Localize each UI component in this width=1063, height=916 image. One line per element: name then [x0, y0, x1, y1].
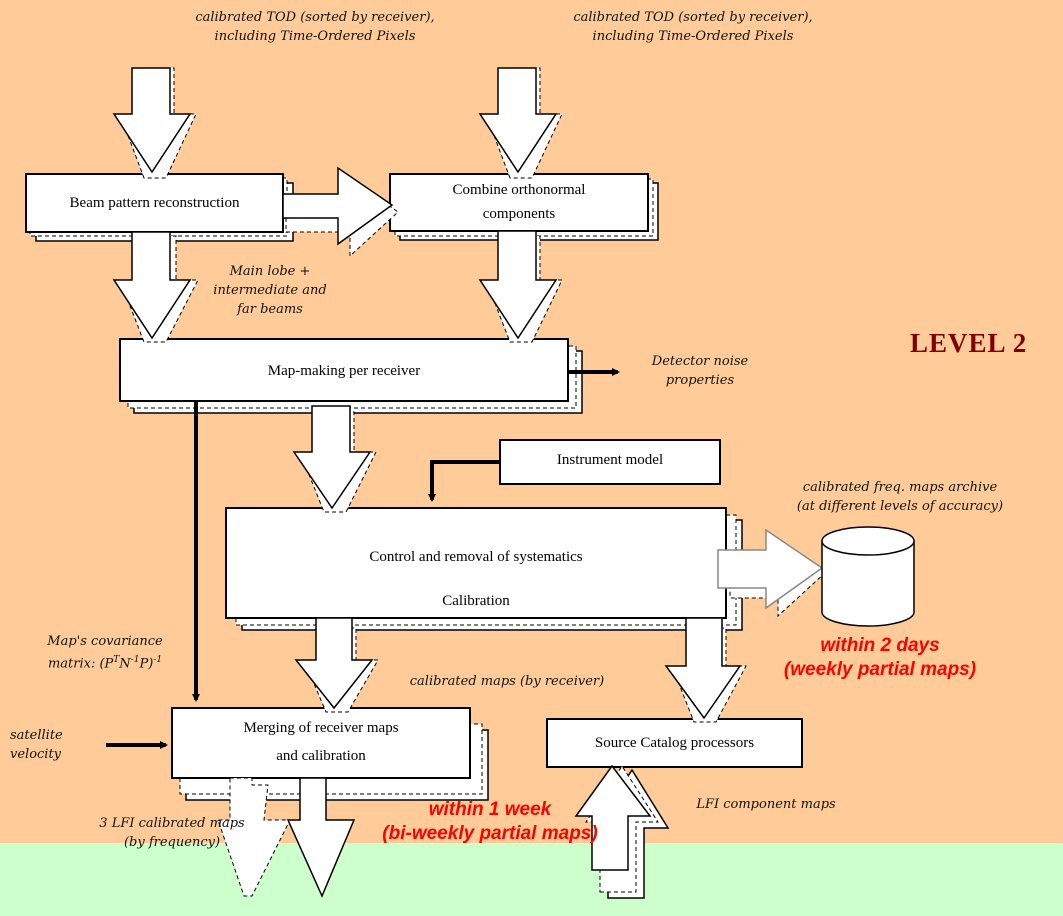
within-1-week-line-1: within 1 week	[428, 799, 552, 820]
block-arrow-merging-output	[217, 777, 356, 898]
archive-line-2: (at different levels of accuracy)	[796, 499, 1004, 514]
calibrated-maps-receiver-label: calibrated maps (by receiver)	[409, 674, 605, 689]
main-lobe-label: Main lobe + intermediate and far beams	[205, 262, 335, 319]
combine-line-1: Combine orthonormal	[452, 182, 586, 198]
level-title: LEVEL 2	[910, 328, 1028, 358]
beam-pattern-box-label: Beam pattern reconstruction	[69, 195, 240, 211]
within-2-days-line-2: (weekly partial maps)	[783, 659, 977, 680]
lfi-calibrated-maps-label: 3 LFI calibrated maps (by frequency)	[72, 814, 272, 852]
covariance-formula-n: N	[119, 656, 131, 672]
arrow-instrument-model-to-control	[428, 460, 500, 502]
control-box-label: Control and removal of systematics Calib…	[226, 535, 726, 623]
block-arrow-tod-left	[112, 67, 197, 179]
block-arrow-beam-to-combine	[282, 166, 399, 258]
main-lobe-line-3: far beams	[237, 302, 303, 317]
instrument-model-box	[499, 439, 721, 485]
tod-right-line-2: including Time-Ordered Pixels	[592, 29, 794, 44]
detector-noise-line-2: properties	[665, 373, 735, 388]
merging-line-2: and calibration	[276, 748, 366, 764]
archive-line-1: calibrated freq. maps archive	[802, 480, 998, 495]
control-line-2: Calibration	[442, 593, 510, 609]
main-lobe-line-1: Main lobe +	[229, 264, 311, 279]
merging-box-label: Merging of receiver maps and calibration	[172, 714, 470, 770]
tod-left-line-2: including Time-Ordered Pixels	[214, 29, 416, 44]
within-2-days-line-1: within 2 days	[820, 635, 940, 656]
merging-line-1: Merging of receiver maps	[243, 720, 399, 736]
archive-label: calibrated freq. maps archive (at differ…	[760, 478, 1040, 516]
database-cylinder-icon	[821, 526, 915, 627]
covariance-formula-pclose: P)	[139, 656, 154, 672]
covariance-label: Map's covariance matrix: (PTN-1P)-1	[30, 632, 180, 673]
combine-box-label: Combine orthonormal components	[390, 178, 648, 226]
tod-right-label: calibrated TOD (sorted by receiver), inc…	[568, 8, 818, 46]
covariance-sup-inv: -1	[130, 655, 140, 665]
block-arrow-control-to-archive	[717, 528, 827, 618]
map-making-box-label: Map-making per receiver	[267, 363, 421, 379]
source-catalog-box-label: Source Catalog processors	[594, 735, 755, 751]
block-arrow-mapmaking-to-control	[292, 405, 377, 513]
covariance-sup-outer: -1	[153, 655, 163, 665]
satellite-velocity-label: satellite velocity	[10, 726, 90, 764]
detector-noise-label: Detector noise properties	[630, 352, 770, 390]
block-arrow-control-to-source-catalog	[664, 617, 747, 723]
block-arrow-beam-to-mapmaking	[112, 231, 199, 343]
covariance-sup-t: T	[113, 655, 120, 665]
block-arrow-tod-right	[478, 67, 563, 179]
covariance-formula-p: matrix: (P	[47, 656, 114, 672]
control-line-1: Control and removal of systematics	[369, 549, 583, 565]
covariance-line-1: Map's covariance	[47, 634, 163, 649]
combine-line-2: components	[482, 206, 556, 222]
tod-left-label: calibrated TOD (sorted by receiver), inc…	[190, 8, 440, 46]
covariance-line-2: matrix: (PTN-1P)-1	[30, 651, 180, 673]
satellite-velocity-line-1: satellite	[10, 728, 63, 743]
block-arrow-combine-to-mapmaking	[478, 230, 563, 343]
block-arrow-control-to-merging	[294, 617, 379, 713]
tod-right-line-1: calibrated TOD (sorted by receiver),	[573, 10, 813, 25]
within-1-week-line-2: (bi-weekly partial maps)	[382, 823, 598, 844]
block-arrow-lfi-component-up	[574, 764, 670, 899]
satellite-velocity-line-2: velocity	[10, 747, 62, 762]
map-making-box	[119, 338, 569, 402]
lfi-calibrated-line-2: (by frequency)	[123, 835, 221, 850]
instrument-model-box-label: Instrument model	[556, 452, 664, 468]
within-2-days-label: within 2 days (weekly partial maps)	[760, 634, 1000, 682]
lfi-component-maps-label: LFI component maps	[696, 797, 836, 812]
main-lobe-line-2: intermediate and	[213, 283, 327, 298]
control-box	[225, 507, 727, 619]
source-catalog-box	[546, 718, 803, 768]
within-1-week-label: within 1 week (bi-weekly partial maps)	[370, 798, 610, 846]
detector-noise-line-1: Detector noise	[651, 354, 749, 369]
lfi-calibrated-line-1: 3 LFI calibrated maps	[99, 816, 245, 831]
tod-left-line-1: calibrated TOD (sorted by receiver),	[195, 10, 435, 25]
background-next-level-region	[0, 843, 1063, 916]
